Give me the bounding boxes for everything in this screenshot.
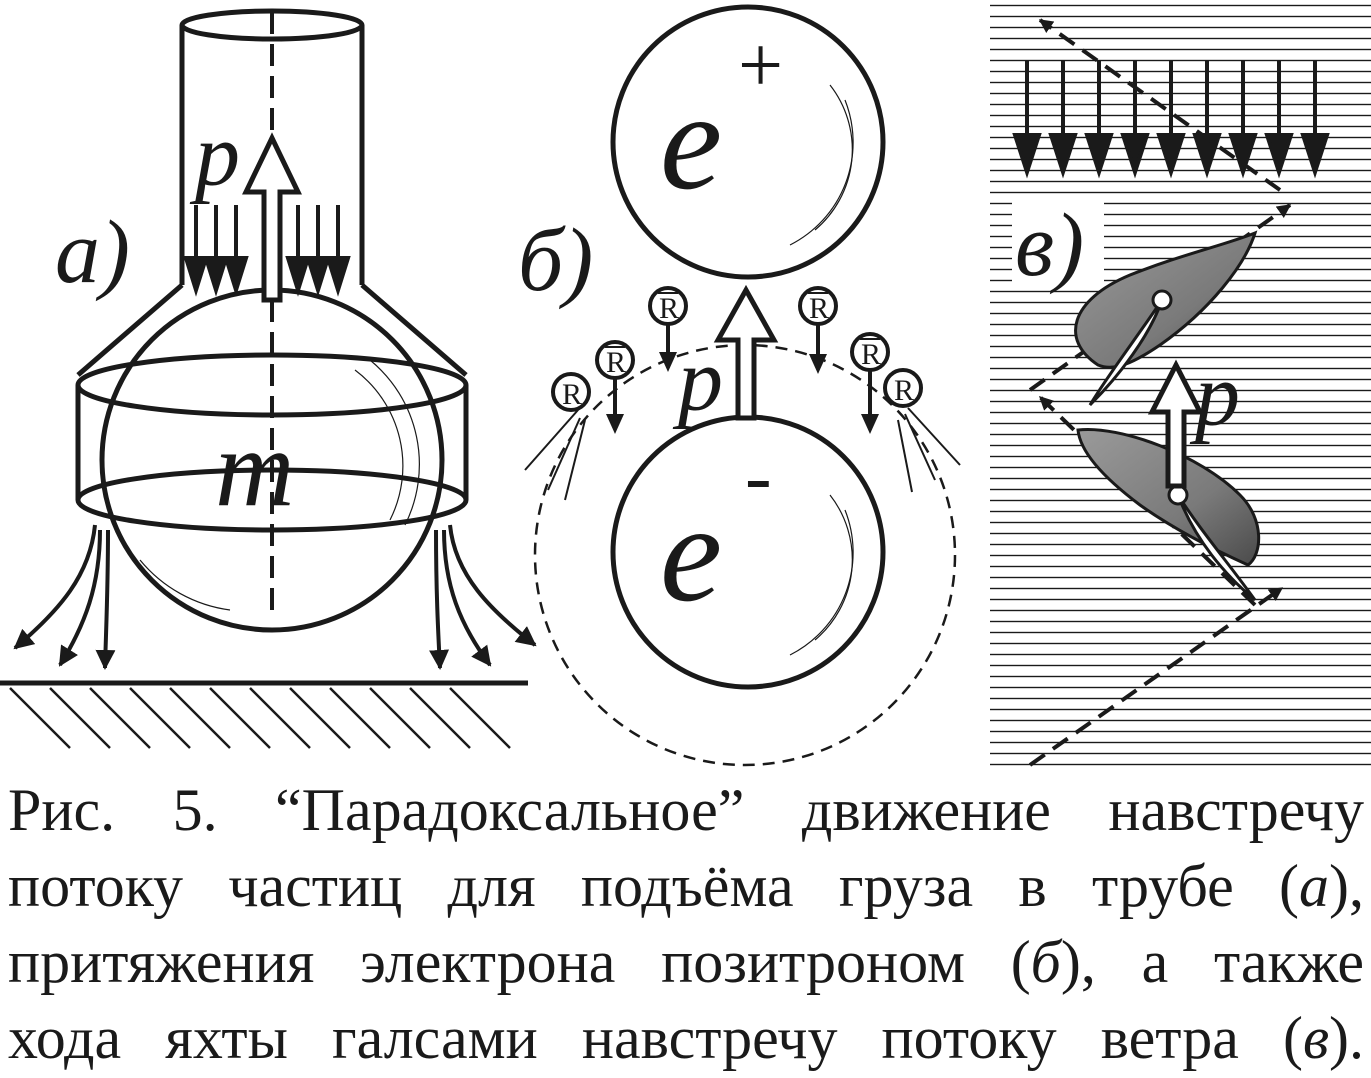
electron-symbol: e — [660, 476, 722, 631]
panel-a: m p а) — [0, 8, 537, 749]
svg-text:R: R — [606, 346, 626, 379]
momentum-label-a: p — [189, 106, 240, 205]
caption-line-2: потоку частиц для подъёма груза в трубе … — [8, 853, 1364, 919]
electron-charge: - — [745, 433, 772, 521]
antiparticle-left: R — [648, 286, 688, 372]
momentum-label-b: p — [672, 331, 723, 430]
inflow-arrows — [183, 205, 351, 297]
svg-text:R: R — [659, 292, 679, 325]
yacht-upper — [1074, 230, 1258, 407]
mass-sphere-highlight — [354, 369, 404, 521]
particle-flux: R R — [524, 368, 961, 501]
figure-caption: Рис. 5. “Парадоксальное” движение навстр… — [8, 772, 1364, 1076]
svg-text:R: R — [894, 374, 914, 407]
particle-right: R — [883, 368, 961, 493]
momentum-label-v: p — [1189, 346, 1240, 445]
momentum-arrow-v — [1147, 359, 1205, 489]
antiparticle-right: R — [798, 286, 838, 374]
svg-text:R: R — [861, 338, 881, 371]
antiparticle-flux: R R R R — [595, 286, 890, 434]
mass-label: m — [215, 407, 294, 529]
caption-line-4: хода яхты галсами навстречу потоку ветра… — [8, 1005, 1364, 1071]
panel-v: p в) — [990, 0, 1371, 770]
caption-line-1: Рис. 5. “Парадоксальное” движение навстр… — [8, 777, 1364, 843]
svg-text:R: R — [562, 378, 582, 411]
ground-hatching — [9, 687, 511, 749]
panel-label-b: б) — [518, 211, 593, 310]
panel-label-a: а) — [55, 203, 130, 302]
svg-text:R: R — [809, 292, 829, 325]
panel-b: e + e - p R R — [518, 4, 961, 767]
positron-symbol: e — [660, 64, 722, 219]
particle-left: R — [524, 372, 591, 501]
positron-charge: + — [738, 22, 783, 110]
positron-sphere — [610, 4, 886, 280]
antiparticle-left-2: R — [595, 340, 635, 434]
antiparticle-right-2: R — [850, 332, 890, 434]
momentum-arrow-b — [713, 284, 779, 421]
wind-arrows — [1012, 60, 1330, 179]
momentum-arrow-a — [242, 132, 302, 303]
caption-line-3: притяжения электрона позитроном (б), а т… — [8, 929, 1364, 995]
panel-label-v: в) — [1015, 196, 1084, 295]
figure-illustration: m p а) e — [0, 0, 1371, 770]
outflow-arrows — [13, 524, 537, 670]
